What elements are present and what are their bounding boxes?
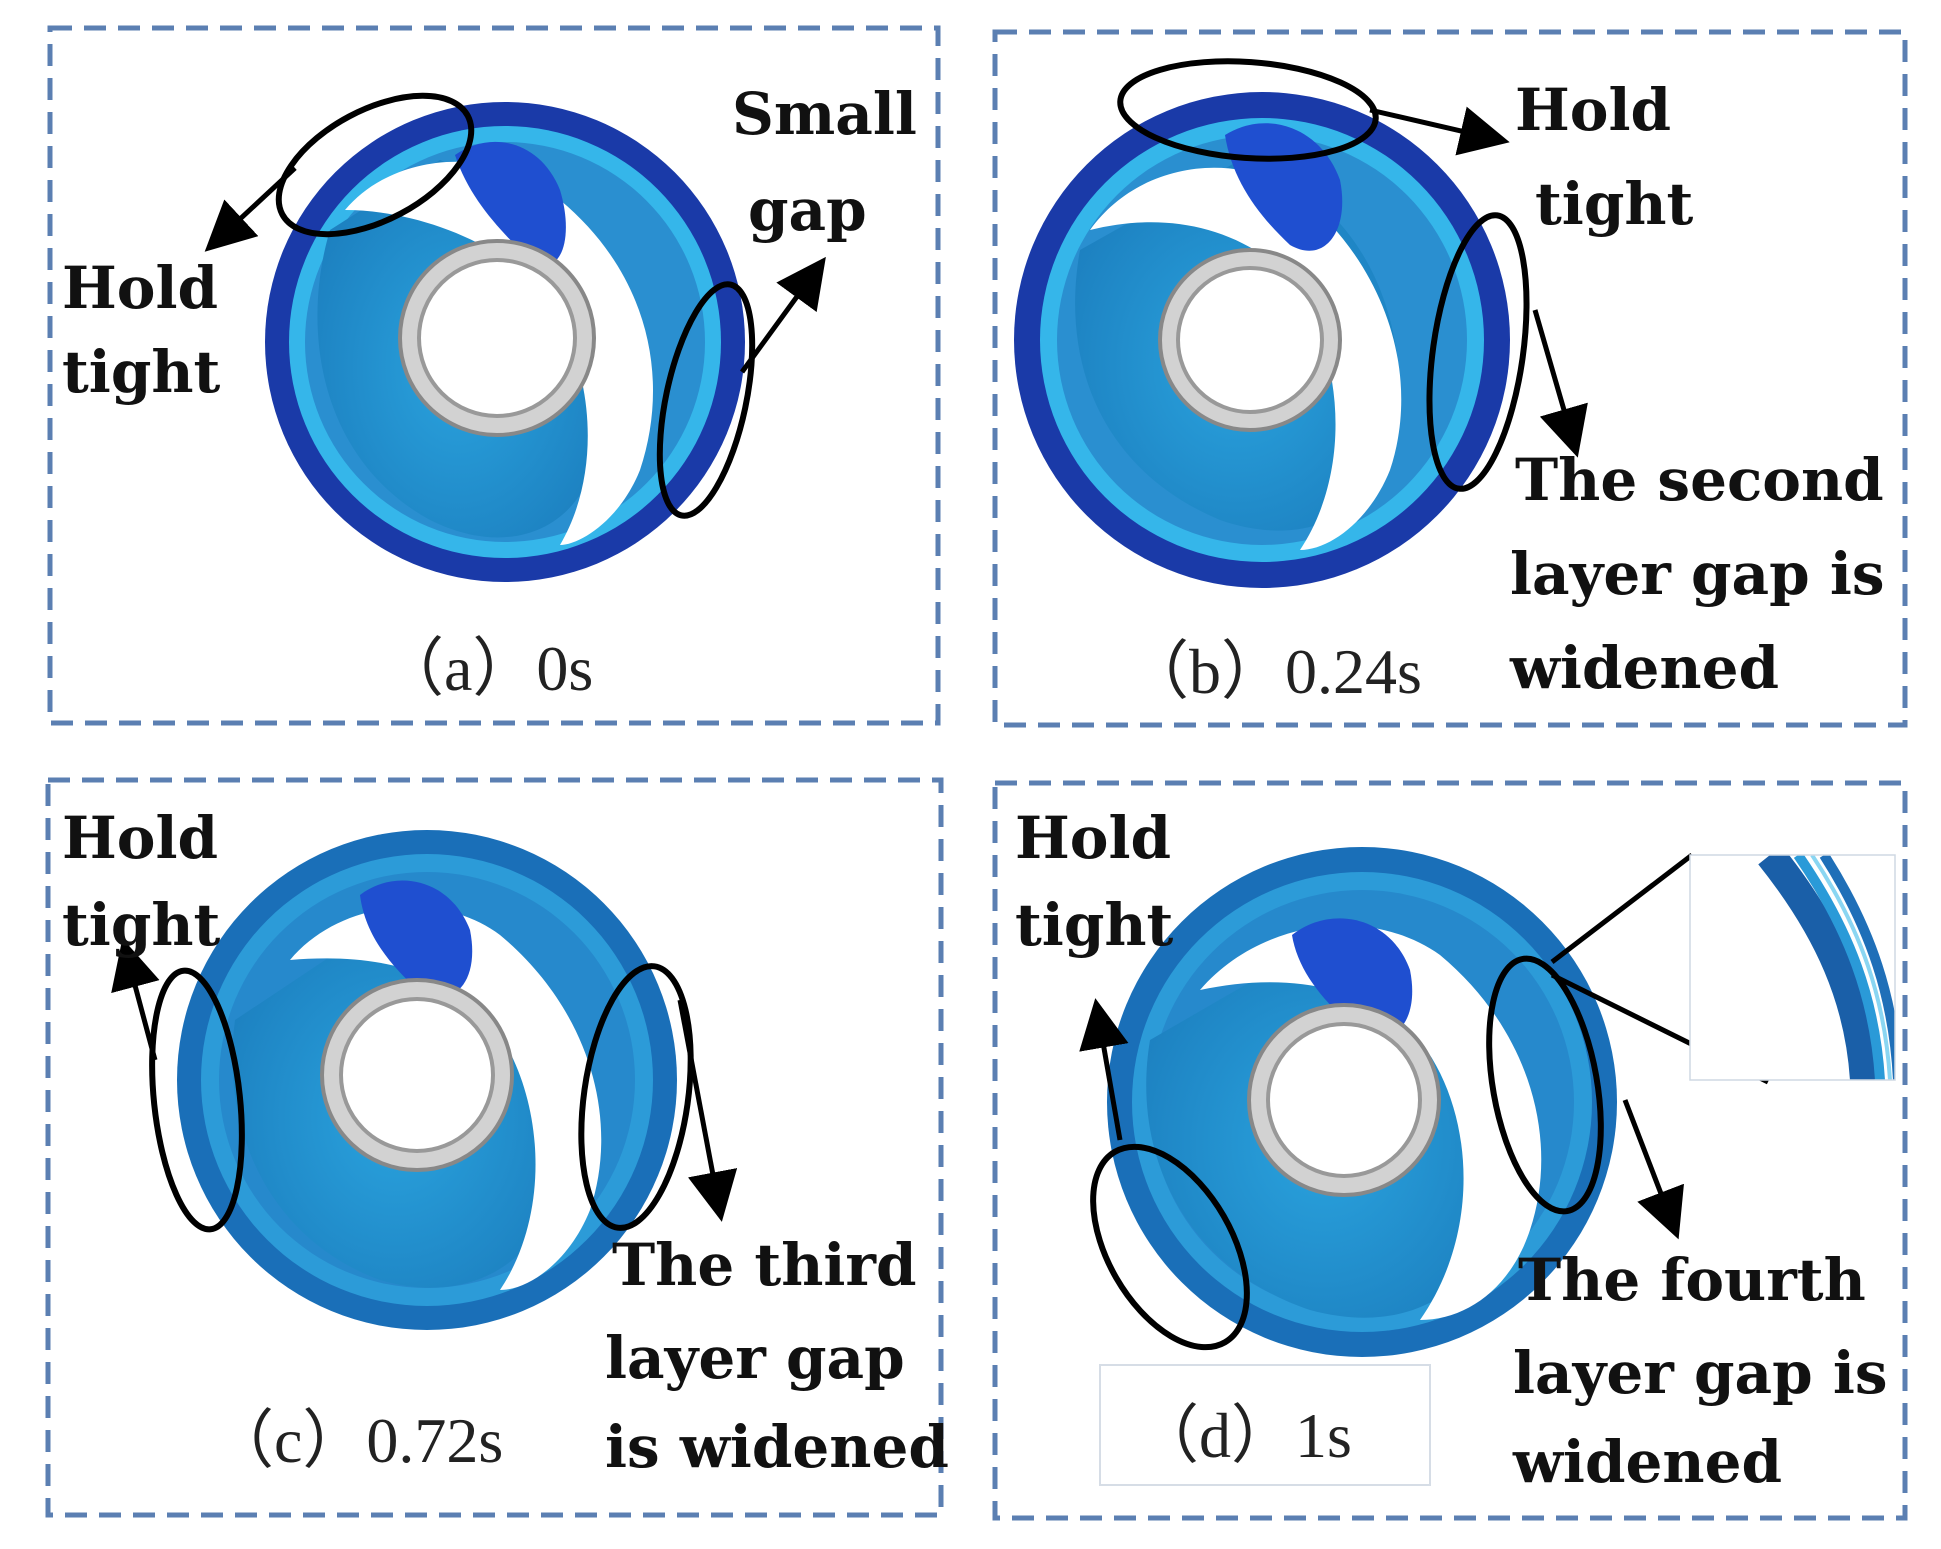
gap-arrow bbox=[677, 999, 738, 1222]
panel-frame bbox=[992, 29, 1908, 728]
hold-arrow bbox=[1079, 998, 1129, 1141]
gap-label-line-1: The second bbox=[1515, 446, 1884, 514]
zoom-frame bbox=[1689, 854, 1896, 1081]
panel-frame bbox=[45, 777, 944, 1518]
caption-box bbox=[1099, 1364, 1431, 1486]
panel-caption: （a）0s bbox=[380, 633, 593, 704]
panel-c: Hold tight The third layer gap is widene… bbox=[45, 777, 949, 1518]
sheet-opening bbox=[1090, 167, 1402, 550]
gap-label-line-1: Small bbox=[732, 80, 917, 148]
hold-ellipse bbox=[149, 967, 245, 1233]
svg-text:The second layer gap is: The second layer gap is widened bbox=[1509, 446, 1905, 702]
panel-caption: （b）0.24s bbox=[1125, 636, 1422, 707]
svg-text:Hold tight: Hold tight bbox=[1015, 804, 1191, 959]
svg-text:Small gap: Small gap bbox=[732, 80, 937, 244]
center-pipe-hole bbox=[1176, 266, 1324, 414]
gap-arrow bbox=[1622, 1099, 1684, 1240]
hold-ellipse bbox=[1117, 58, 1379, 162]
hold-ellipse bbox=[275, 92, 475, 238]
gap-label-line-1: The third bbox=[612, 1231, 917, 1299]
sheet-opening bbox=[1200, 925, 1542, 1320]
hold-arrow bbox=[204, 166, 297, 252]
gap-arrow bbox=[739, 256, 826, 374]
gap-arrow bbox=[1532, 309, 1588, 458]
hold-label-line-1: Hold bbox=[1515, 76, 1671, 144]
hold-arrow bbox=[111, 938, 160, 1061]
center-pipe-hole bbox=[417, 258, 577, 418]
gap-label-line-2: gap bbox=[748, 176, 867, 244]
hold-label-line-1: Hold bbox=[62, 804, 218, 872]
hold-ellipse bbox=[1090, 1143, 1250, 1351]
gap-ellipse bbox=[1486, 955, 1604, 1215]
inner-flap bbox=[455, 141, 566, 266]
panel-a: Hold tight Small gap （a）0s bbox=[47, 25, 941, 726]
gap-label-line-2: layer gap is bbox=[1513, 1339, 1888, 1407]
sheet-opening bbox=[345, 161, 654, 545]
svg-text:Hold tight: Hold tight bbox=[62, 254, 238, 406]
panel-b: Hold tight The second layer gap is widen… bbox=[992, 29, 1908, 728]
panel-frame bbox=[47, 25, 941, 726]
pipe-model bbox=[177, 830, 677, 1330]
inner-flap bbox=[360, 880, 473, 998]
center-pipe-hole bbox=[1266, 1022, 1422, 1178]
gap-label-line-3: is widened bbox=[605, 1413, 949, 1481]
gap-ellipse bbox=[1426, 212, 1530, 492]
panel-caption: （c）0.72s bbox=[210, 1405, 503, 1476]
svg-text:Hold tight: Hold tight bbox=[62, 804, 238, 959]
panel-frame bbox=[992, 780, 1908, 1521]
hold-label-line-1: Hold bbox=[62, 254, 218, 322]
inner-flap bbox=[1292, 918, 1413, 1038]
pipe-model bbox=[1107, 847, 1617, 1357]
pipe-model bbox=[1014, 92, 1510, 588]
center-pipe-hole bbox=[339, 997, 495, 1153]
panel-d: Hold tight The fourth layer gap is widen… bbox=[992, 780, 1908, 1521]
svg-text:The fourth layer gap is: The fourth layer gap is widened bbox=[1512, 1246, 1908, 1496]
hold-label-line-1: Hold bbox=[1015, 804, 1171, 872]
pipe-model bbox=[265, 102, 745, 582]
hold-label-line-2: tight bbox=[62, 338, 221, 406]
gap-ellipse bbox=[656, 281, 756, 519]
panel-caption: （d）1s bbox=[1135, 1400, 1352, 1471]
gap-label-line-2: layer gap bbox=[605, 1324, 905, 1392]
sheet-opening bbox=[290, 907, 602, 1290]
gap-label-line-1: The fourth bbox=[1518, 1246, 1866, 1314]
svg-text:Hold tight: Hold tight bbox=[1515, 76, 1694, 238]
gap-ellipse bbox=[578, 963, 694, 1231]
gap-label-line-3: widened bbox=[1509, 634, 1779, 702]
hold-label-line-2: tight bbox=[62, 891, 221, 959]
svg-text:The third layer gap: The third layer gap is widened bbox=[605, 1231, 949, 1481]
hold-label-line-2: tight bbox=[1015, 891, 1174, 959]
gap-label-line-2: layer gap is bbox=[1510, 540, 1885, 608]
hold-label-line-2: tight bbox=[1535, 170, 1694, 238]
zoom-line-top bbox=[1550, 853, 1694, 964]
gap-label-line-3: widened bbox=[1512, 1428, 1782, 1496]
hold-arrow bbox=[1369, 106, 1510, 156]
zoom-inset bbox=[1550, 853, 1896, 1085]
